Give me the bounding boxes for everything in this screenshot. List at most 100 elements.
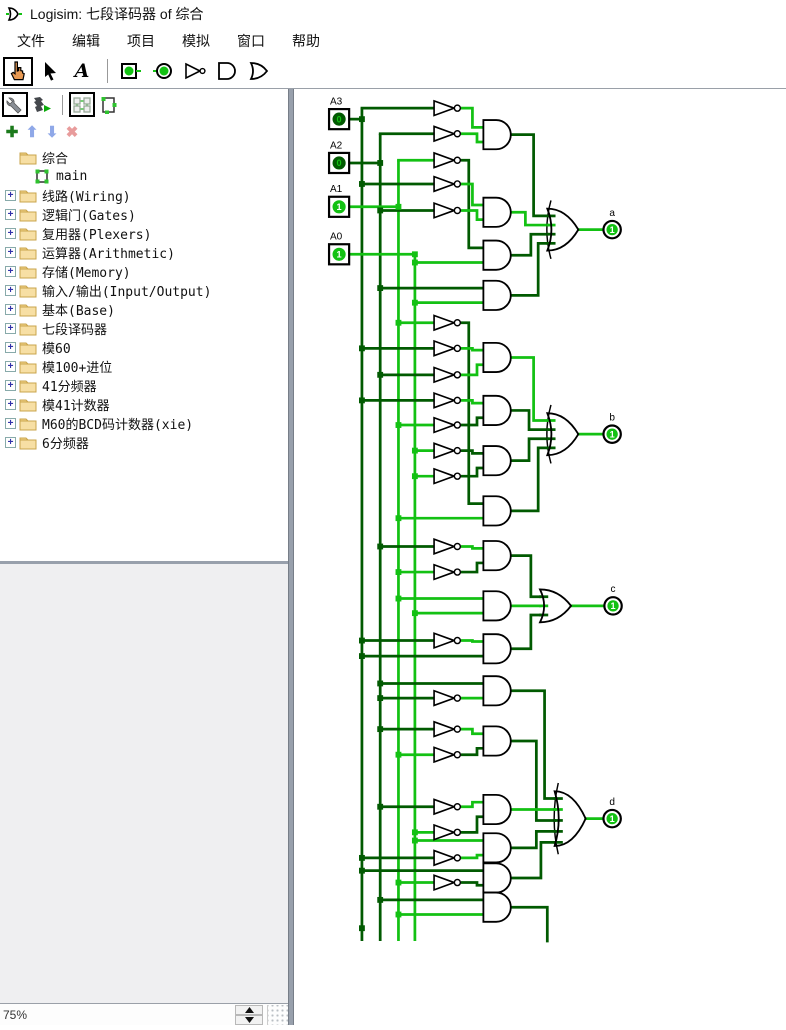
toolbox-view-button[interactable] — [2, 92, 28, 117]
tree-item-4[interactable]: + 复用器(Plexers) — [0, 224, 288, 243]
menu-item-1[interactable]: 编辑 — [72, 32, 100, 49]
tree-item-label: 复用器(Plexers) — [42, 228, 152, 243]
and-gate — [482, 862, 512, 894]
wire-junction — [411, 473, 418, 480]
wire — [509, 905, 549, 943]
tree-item-7[interactable]: +输入/输出(Input/Output) — [0, 281, 288, 300]
add-or-gate-button[interactable] — [244, 57, 274, 86]
spinner-up-icon — [244, 1006, 254, 1013]
zoom-in-button[interactable] — [235, 1004, 263, 1015]
not-gate-bubble — [453, 421, 462, 429]
add-output-pin-button[interactable] — [148, 57, 178, 86]
tree-item-label: 模60 — [42, 342, 71, 357]
tree-item-13[interactable]: +模41计数器 — [0, 395, 288, 414]
add-not-gate-button[interactable] — [180, 57, 210, 86]
wire — [509, 613, 542, 651]
not-gate-bubble — [453, 156, 462, 164]
tree-expander-icon[interactable]: + — [5, 228, 16, 239]
tree-item-3[interactable]: +逻辑门(Gates) — [0, 205, 288, 224]
tree-item-1[interactable]: main — [0, 167, 288, 186]
not-gate-bubble — [453, 828, 462, 837]
output-pin-state — [606, 428, 618, 440]
grid-toggle[interactable] — [267, 1004, 288, 1025]
add-and-gate-button[interactable] — [212, 57, 242, 86]
not-gate — [433, 339, 457, 357]
output-pin-label: b — [609, 412, 615, 423]
tree-expander-icon[interactable]: + — [5, 190, 16, 201]
tree-item-10[interactable]: + 模60 — [0, 338, 288, 357]
wire-junction — [359, 181, 365, 187]
or-input-brace — [546, 404, 552, 464]
not-gate-bubble — [453, 446, 462, 455]
wire — [509, 241, 549, 297]
tree-item-12[interactable]: +41分频器 — [0, 376, 288, 395]
tree-expander-icon[interactable]: + — [5, 418, 16, 429]
text-tool-icon: A — [74, 60, 90, 82]
wire — [461, 346, 485, 352]
tree-item-8[interactable]: +基本(Base) — [0, 300, 288, 319]
not-gate — [433, 151, 457, 169]
tree-expander-icon[interactable]: + — [5, 323, 16, 334]
tree-expander-icon[interactable]: + — [5, 437, 16, 448]
tree-item-14[interactable]: +M60的BCD码计数器(xie) — [0, 414, 288, 433]
menu-item-5[interactable]: 帮助 — [292, 32, 320, 49]
layout-view-button[interactable] — [69, 92, 95, 117]
not-gate — [433, 366, 457, 384]
wire-junction — [395, 751, 402, 758]
tree-expander-icon[interactable]: + — [5, 361, 16, 372]
project-toolbar-separator — [62, 94, 63, 115]
or-gate-icon — [249, 62, 269, 80]
not-gate — [433, 442, 457, 460]
tree-expander-icon[interactable]: + — [5, 342, 16, 353]
not-gate-icon — [185, 62, 206, 80]
add-circuit-button[interactable]: ✚ — [5, 123, 19, 141]
output-pin-state — [606, 223, 618, 236]
select-tool-button[interactable] — [35, 57, 65, 86]
wire-junction — [411, 259, 418, 266]
tree-item-15[interactable]: +6分频器 — [0, 433, 288, 452]
menu-item-4[interactable]: 窗口 — [237, 32, 265, 49]
not-gate-bubble — [453, 803, 462, 811]
tree-item-5[interactable]: +运算器(Arithmetic) — [0, 243, 288, 262]
text-tool-button[interactable]: A — [67, 57, 97, 86]
horizontal-splitter[interactable] — [0, 561, 288, 565]
folder-icon — [19, 190, 37, 203]
menu-item-3[interactable]: 模拟 — [182, 32, 210, 49]
wire-junction — [395, 569, 402, 575]
remove-circuit-button[interactable]: ✖ — [65, 123, 79, 141]
move-circuit-up-button[interactable]: ⬆ — [25, 123, 39, 141]
tree-item-6[interactable]: +存储(Memory) — [0, 262, 288, 281]
tree-item-9[interactable]: +七段译码器 — [0, 319, 288, 338]
wire — [509, 133, 549, 218]
input-pin-state — [332, 247, 346, 261]
menu-item-2[interactable]: 项目 — [127, 32, 155, 49]
move-circuit-down-button[interactable]: ⬇ — [45, 123, 59, 141]
not-gate-bubble — [453, 130, 462, 138]
tree-expander-icon[interactable]: + — [5, 304, 16, 315]
tree-item-0[interactable]: 综合 — [0, 148, 288, 167]
tree-expander-icon[interactable]: + — [5, 285, 16, 296]
folder-icon — [19, 399, 37, 412]
menu-item-0[interactable]: 文件 — [17, 32, 45, 49]
poke-tool-button[interactable] — [3, 56, 33, 86]
not-gate — [433, 849, 457, 867]
and-gate — [482, 540, 512, 572]
tree-expander-icon[interactable]: + — [5, 399, 16, 410]
not-gate — [433, 467, 457, 485]
tree-item-11[interactable]: +模100+进位 — [0, 357, 288, 376]
zoom-out-button[interactable] — [235, 1014, 263, 1025]
vertical-splitter[interactable] — [288, 89, 294, 1025]
tree-expander-icon[interactable]: + — [5, 266, 16, 277]
tree-expander-icon[interactable]: + — [5, 247, 16, 258]
wire-junction — [377, 207, 384, 214]
tree-expander-icon[interactable]: + — [5, 380, 16, 391]
zoom-value[interactable]: 75% — [3, 1007, 28, 1022]
simulation-view-button[interactable] — [29, 92, 55, 117]
tree-item-2[interactable]: +线路(Wiring) — [0, 186, 288, 205]
project-toolbar: ✚ ⬆ ⬇ ✖ — [0, 89, 288, 145]
appearance-view-button[interactable] — [96, 92, 122, 117]
tree-expander-icon[interactable]: + — [5, 209, 16, 220]
add-input-pin-button[interactable] — [116, 57, 146, 86]
